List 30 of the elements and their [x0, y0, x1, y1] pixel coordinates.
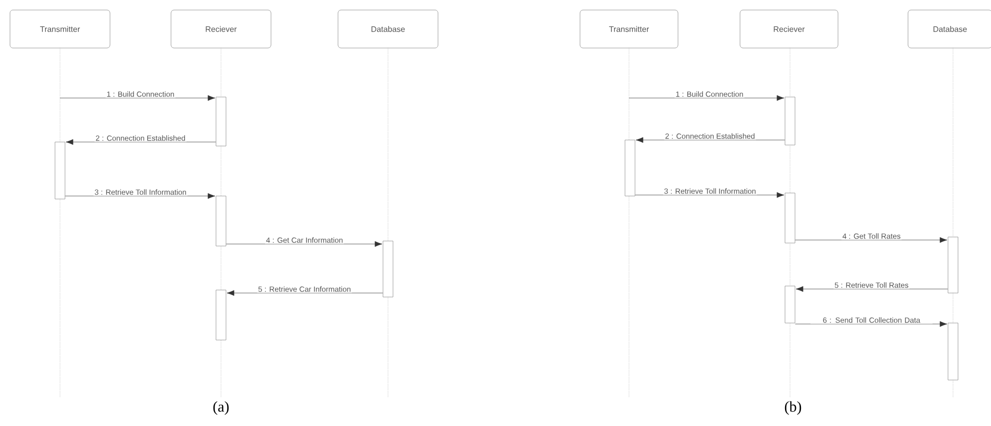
activation-bar	[216, 96, 226, 146]
message-arrow	[66, 139, 216, 145]
message-arrow	[795, 321, 948, 327]
activation-bar	[624, 140, 636, 196]
activation-bar	[382, 240, 394, 298]
message-arrow	[226, 241, 382, 247]
message-arrow	[60, 95, 216, 101]
participant-box: Reciever	[170, 10, 272, 48]
message-arrow	[636, 137, 785, 143]
activation-bar	[216, 290, 226, 340]
activation-bar	[784, 192, 796, 244]
participant-box: Database	[908, 10, 991, 48]
activation-bar	[948, 236, 958, 294]
message-arrow	[65, 193, 216, 199]
participant-box: Database	[338, 10, 438, 48]
message-arrow	[628, 95, 784, 101]
activation-bar	[948, 322, 958, 380]
participant-box: Transmitter	[580, 10, 678, 48]
message-arrow	[635, 192, 784, 198]
panel-label: (b)	[784, 401, 802, 415]
activation-bar	[784, 96, 796, 146]
participant-box: Reciever	[740, 10, 838, 48]
activation-bar	[54, 142, 66, 200]
panel-label: (a)	[213, 401, 229, 415]
activation-bar	[784, 286, 796, 324]
message-arrow	[795, 237, 948, 243]
message-arrow	[226, 290, 383, 296]
participant-box: Transmitter	[10, 10, 110, 48]
message-arrow	[796, 286, 948, 292]
activation-bar	[216, 196, 226, 246]
